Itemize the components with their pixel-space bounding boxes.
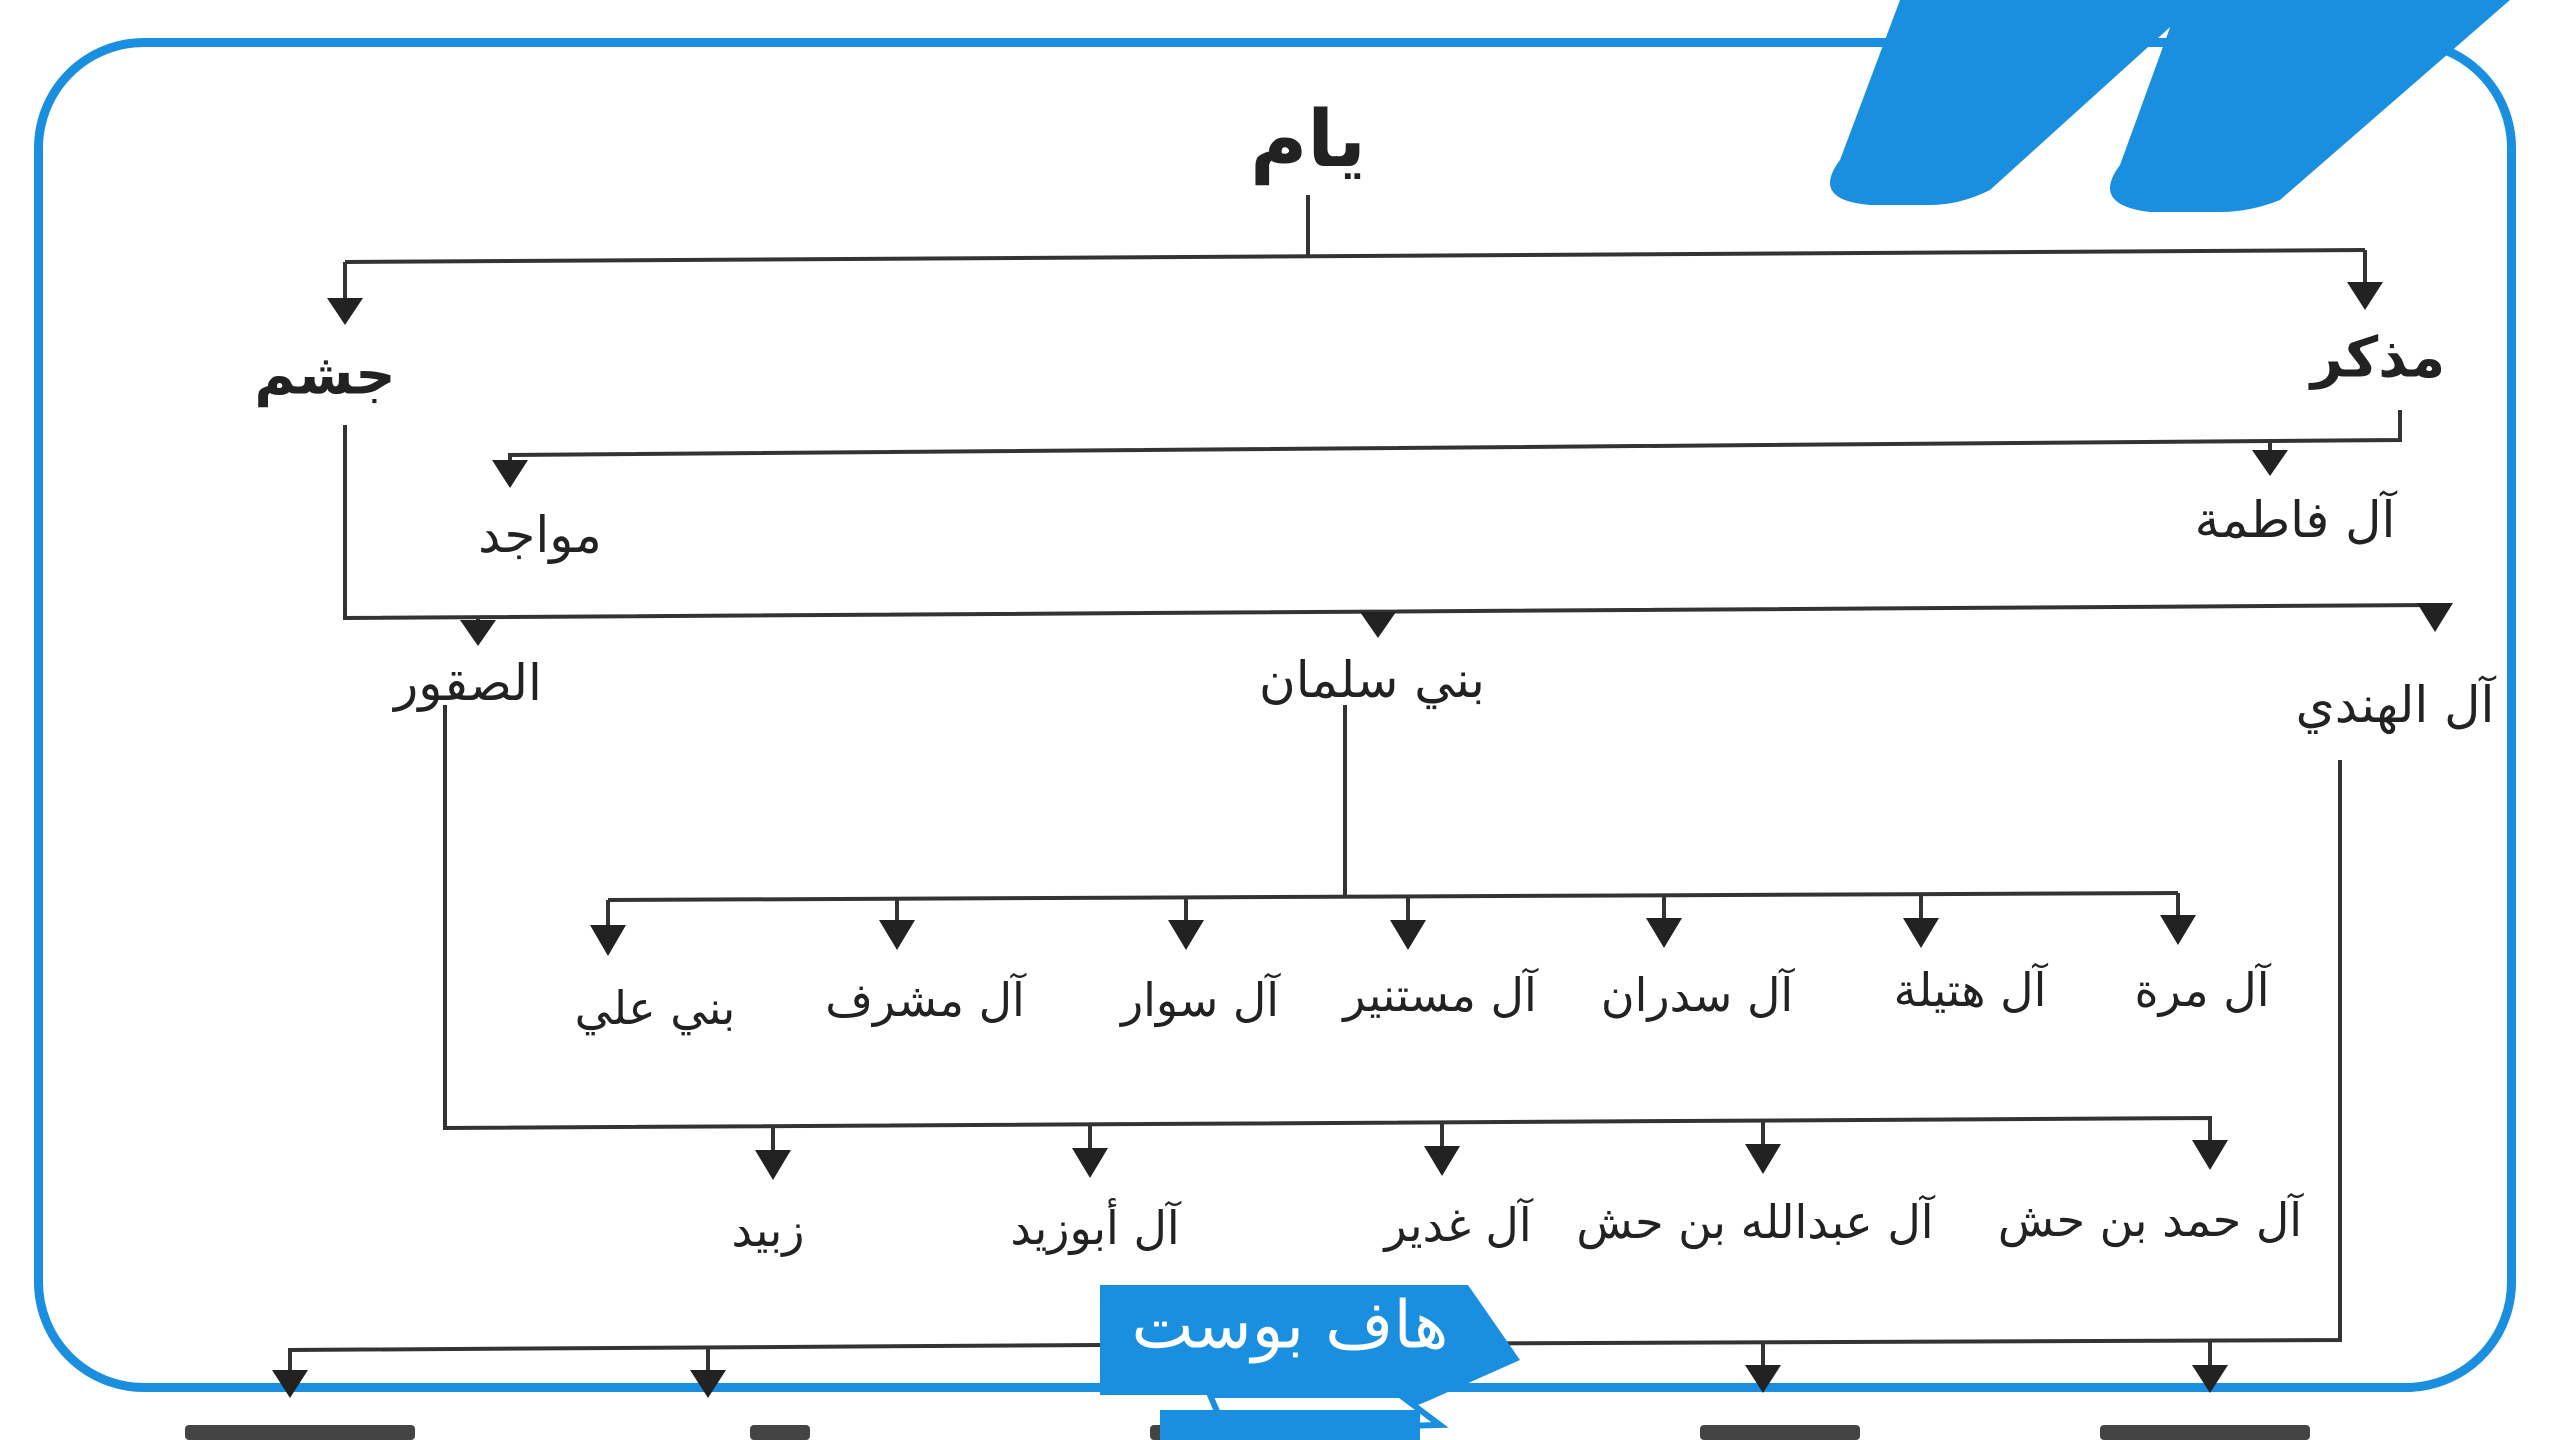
root-node: يام	[1250, 95, 1366, 185]
branch-madhkar: مذكر	[2310, 325, 2446, 391]
bani-salman-child: آل مرة	[2134, 963, 2270, 1017]
logo-text: هاف بوست	[1131, 1286, 1449, 1364]
node-saqour: الصقور	[394, 654, 542, 712]
bani-salman-child: بني علي	[574, 981, 736, 1035]
node-bani-salman: بني سلمان	[1259, 651, 1485, 709]
saqour-child: زبيد	[731, 1203, 805, 1257]
saqour-child: آل حمد بن حش	[1997, 1193, 2303, 1247]
saqour-child: آل غدير	[1384, 1198, 1532, 1252]
branch-jusham: جشم	[254, 342, 396, 408]
bani-salman-child: آل سوار	[1120, 973, 1280, 1027]
bani-salman-child: آل مشرف	[825, 973, 1025, 1027]
bani-salman-child: آل هتيلة	[1893, 963, 2047, 1017]
node-mawajid: مواجد	[478, 506, 602, 564]
node-al-hindi: آل الهندي	[2295, 676, 2495, 734]
node-al-fatima: آل فاطمة	[2194, 491, 2396, 549]
saqour-child: آل عبدالله بن حش	[1576, 1195, 1934, 1249]
bani-salman-child: آل سدران	[1600, 968, 1794, 1022]
saqour-child: آل أبوزيد	[1010, 1201, 1180, 1255]
bani-salman-child: آل مستنير	[1343, 968, 1537, 1022]
